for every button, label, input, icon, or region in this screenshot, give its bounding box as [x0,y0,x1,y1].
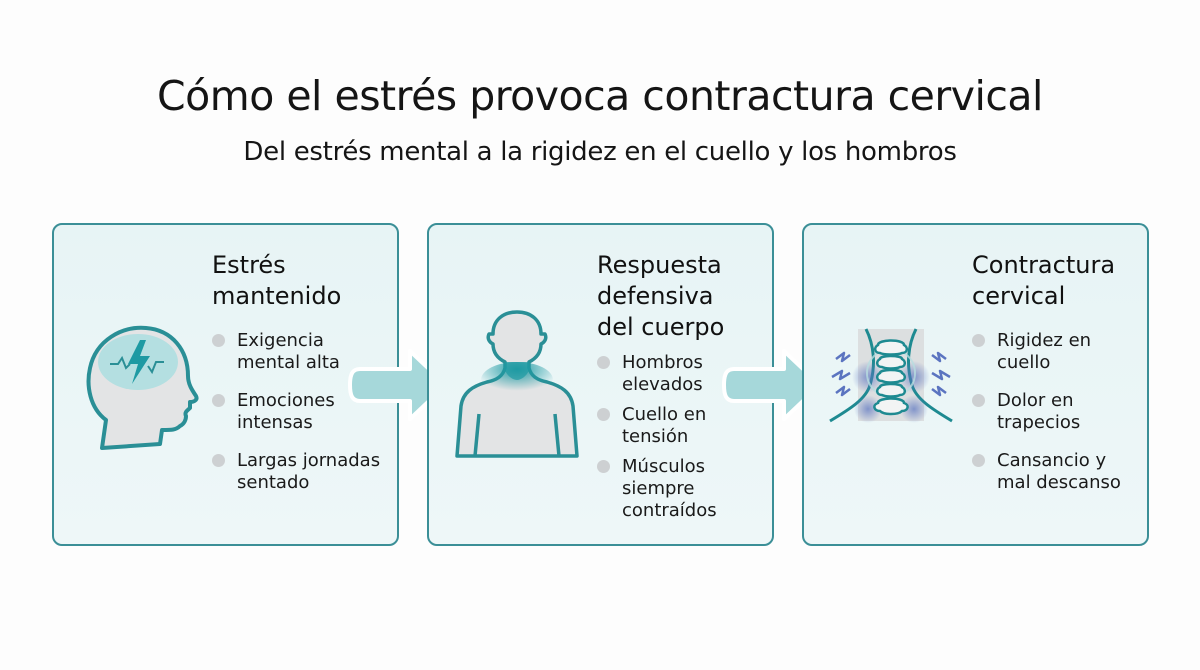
arrow-right-icon [722,347,822,423]
card-heading: Estrés mantenido [212,251,342,310]
bullet-dot [212,394,225,407]
page-subtitle: Del estrés mental a la rigidez en el cue… [243,137,957,167]
bullet-dot [597,356,610,369]
tense-body-icon [455,310,579,458]
bullet-dot [597,408,610,421]
cervical-spine-pain-icon [829,328,953,423]
bullet-dot [972,334,985,347]
stressed-head-icon [86,325,199,450]
bullet-dot [972,454,985,467]
bullet-dot [972,394,985,407]
bullet-dot [212,454,225,467]
card-heading: Contractura cervical [972,251,1116,310]
card-heading: Respuesta defensiva del cuerpo [597,251,725,341]
page-title: Cómo el estrés provoca contractura cervi… [157,72,1043,120]
bullet-dot [597,460,610,473]
bullet-dot [212,334,225,347]
